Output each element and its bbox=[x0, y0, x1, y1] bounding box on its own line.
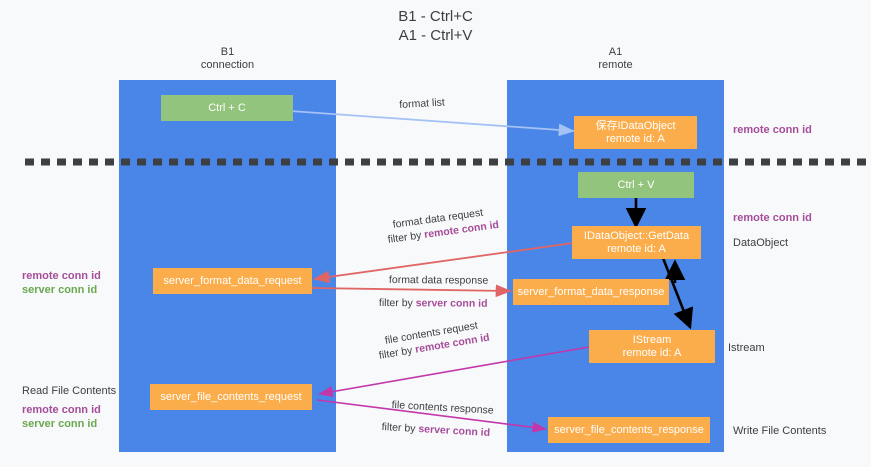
node-idataobject-getdata-line1: IDataObject::GetData bbox=[583, 229, 690, 242]
edge-label-format-data-response-text: format data response bbox=[388, 274, 489, 287]
annotation-left-file-server-conn-id: server conn id bbox=[22, 418, 98, 430]
annotation-left-format-server-conn-id: server conn id bbox=[22, 284, 98, 296]
node-ctrl-v-label: Ctrl + V bbox=[617, 178, 655, 191]
node-server-format-data-request[interactable]: server_format_data_request bbox=[153, 268, 312, 294]
node-server-file-contents-request-label: server_file_contents_request bbox=[160, 390, 302, 403]
node-idataobject-store[interactable]: 保存IDataObject remote id: A bbox=[574, 116, 697, 149]
node-idataobject-store-line1: 保存IDataObject bbox=[595, 119, 676, 132]
edge-label-format-data-response-filter-prefix: filter by bbox=[378, 297, 416, 310]
lane-header-b1: B1 connection bbox=[119, 46, 336, 72]
node-idataobject-store-line2: remote id: A bbox=[606, 132, 665, 145]
title-line-1: B1 - Ctrl+C bbox=[398, 8, 473, 25]
node-server-file-contents-request[interactable]: server_file_contents_request bbox=[150, 384, 312, 410]
annotation-right-dataobject: DataObject bbox=[733, 237, 789, 249]
edge-label-file-contents-response-text: file contents response bbox=[391, 399, 494, 417]
annotation-right-store-remote-conn-id: remote conn id bbox=[733, 124, 812, 136]
edge-label-file-contents-request-filter-prefix: filter by bbox=[378, 343, 417, 362]
annotation-left-file-remote-conn-id: remote conn id bbox=[22, 404, 101, 416]
edge-label-format-data-response-filter-key: server conn id bbox=[415, 297, 488, 310]
node-ctrl-c-label: Ctrl + C bbox=[208, 101, 246, 114]
edge-label-format-data-response-filter: filter by server conn id bbox=[379, 297, 488, 311]
lane-header-b1-subtitle: connection bbox=[200, 59, 255, 71]
lane-header-b1-title: B1 bbox=[220, 46, 235, 58]
diagram-title: B1 - Ctrl+C A1 - Ctrl+V bbox=[0, 7, 871, 45]
node-server-format-data-response[interactable]: server_format_data_response bbox=[513, 279, 669, 305]
node-ctrl-c[interactable]: Ctrl + C bbox=[161, 95, 293, 121]
edge-label-format-data-request-filter-prefix: filter by bbox=[387, 229, 426, 246]
node-idataobject-getdata-line2: remote id: A bbox=[607, 242, 666, 255]
edge-label-format-list-text: format list bbox=[399, 96, 446, 111]
node-idataobject-getdata[interactable]: IDataObject::GetData remote id: A bbox=[572, 226, 701, 259]
title-line-2: A1 - Ctrl+V bbox=[398, 27, 473, 44]
edge-label-format-data-response: format data response bbox=[389, 274, 488, 288]
edge-label-file-contents-response-filter-key: server conn id bbox=[418, 423, 491, 440]
node-istream[interactable]: IStream remote id: A bbox=[589, 330, 715, 363]
arrow-format-data-response bbox=[311, 284, 512, 298]
node-server-file-contents-response[interactable]: server_file_contents_response bbox=[548, 417, 710, 443]
lane-header-a1-title: A1 bbox=[608, 46, 623, 58]
node-istream-line1: IStream bbox=[632, 333, 672, 346]
edge-label-file-contents-response-filter: filter by server conn id bbox=[381, 421, 490, 440]
annotation-right-getdata-remote-conn-id: remote conn id bbox=[733, 212, 812, 224]
lane-header-a1: A1 remote bbox=[507, 46, 724, 72]
node-server-file-contents-response-label: server_file_contents_response bbox=[554, 423, 704, 436]
edge-label-file-contents-response-filter-prefix: filter by bbox=[381, 421, 419, 436]
annotation-left-format-remote-conn-id: remote conn id bbox=[22, 270, 101, 282]
node-server-format-data-request-label: server_format_data_request bbox=[163, 274, 302, 287]
annotation-right-istream: Istream bbox=[728, 342, 765, 354]
edge-label-format-list: format list bbox=[399, 96, 445, 112]
edge-label-file-contents-response: file contents response bbox=[391, 399, 494, 418]
lane-header-a1-subtitle: remote bbox=[598, 59, 633, 71]
node-server-format-data-response-label: server_format_data_response bbox=[517, 285, 665, 298]
annotation-left-read-file-contents: Read File Contents bbox=[22, 385, 117, 397]
node-istream-line2: remote id: A bbox=[622, 346, 682, 359]
node-ctrl-v[interactable]: Ctrl + V bbox=[578, 172, 694, 198]
annotation-right-write-file-contents: Write File Contents bbox=[733, 425, 827, 437]
